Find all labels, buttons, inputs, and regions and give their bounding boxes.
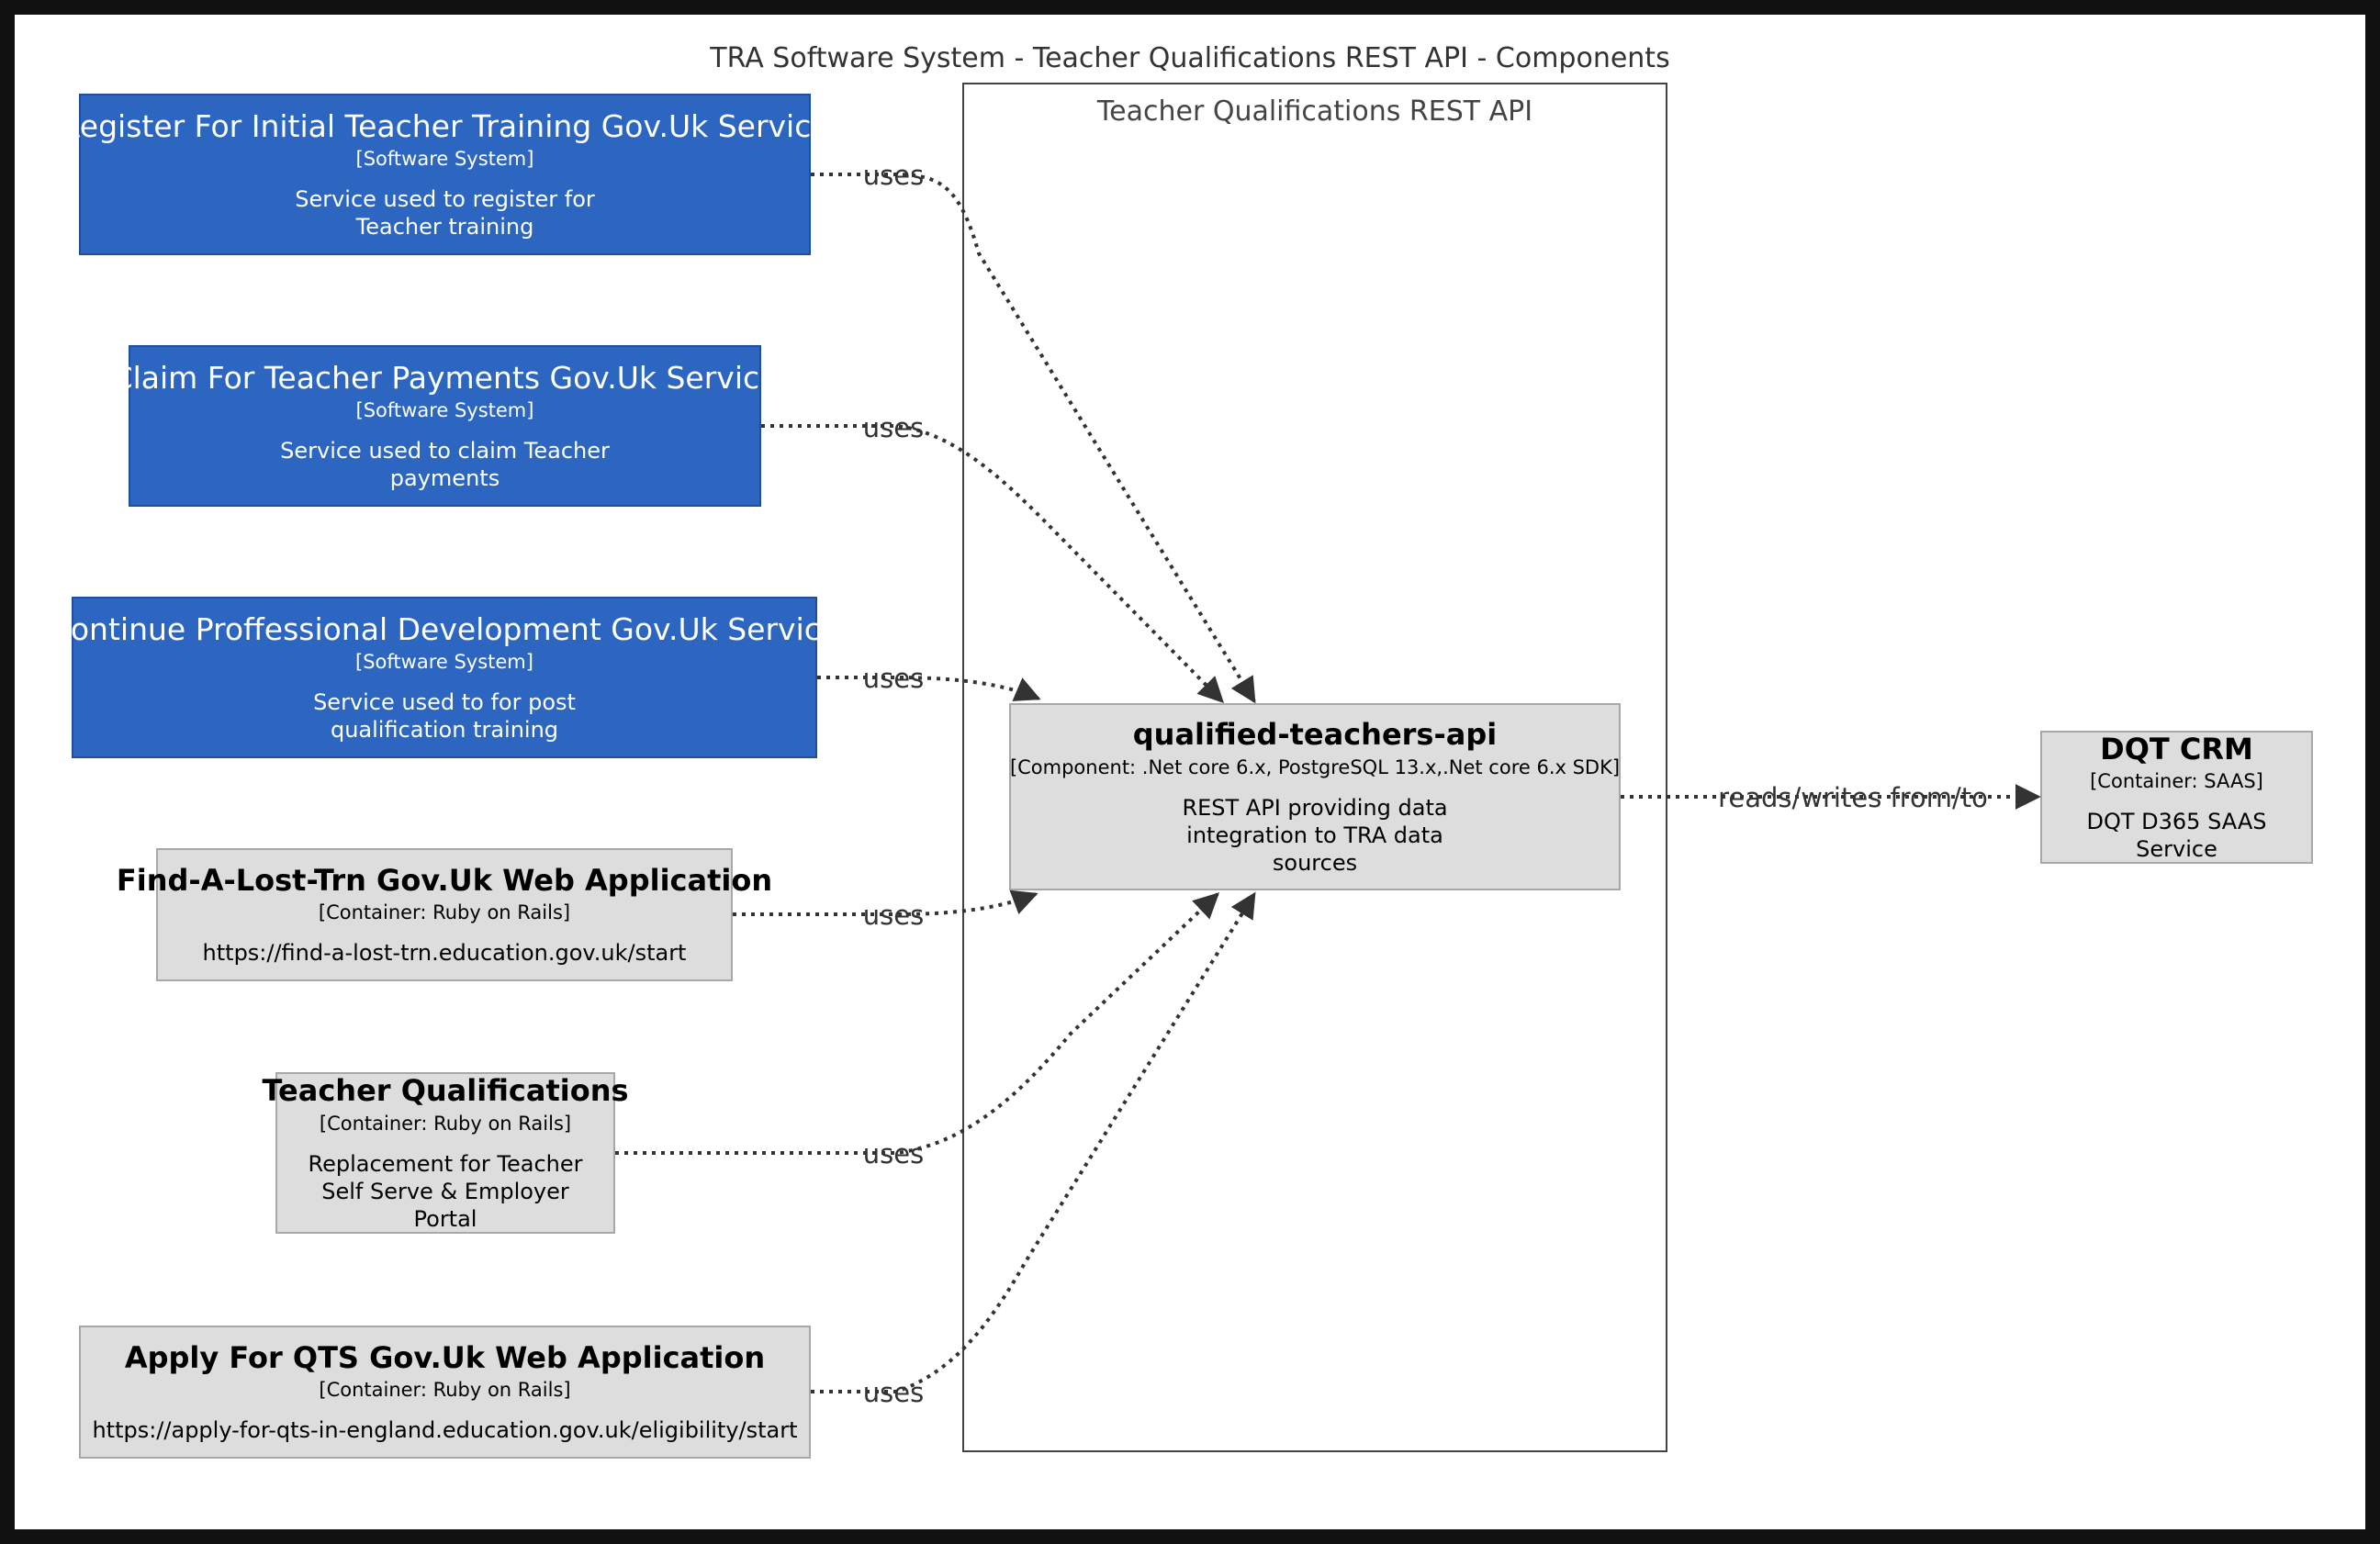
node-find-trn[interactable]: Find-A-Lost-Trn Gov.Uk Web Application [… (117, 848, 772, 981)
node-tech: [Container: Ruby on Rails] (319, 1112, 572, 1135)
node-tech: [Container: Ruby on Rails] (319, 1379, 571, 1402)
edge-register-itt (811, 173, 1256, 704)
node-tech: [Software System] (355, 148, 534, 171)
node-desc: Replacement for Teacher Self Serve & Emp… (308, 1150, 583, 1232)
edge-label-uses: uses (863, 1377, 924, 1408)
edge-label-uses: uses (863, 1138, 924, 1169)
node-title: Teacher Qualifications (262, 1073, 629, 1109)
edge-label-uses: uses (863, 663, 924, 694)
node-desc: Service used to register for Teacher tra… (295, 186, 595, 241)
api-boundary: Teacher Qualifications REST API (962, 83, 1667, 1452)
node-tech: [Software System] (355, 399, 534, 422)
node-apply-qts[interactable]: Apply For QTS Gov.Uk Web Application [Co… (79, 1326, 811, 1459)
edge-claim-payments (761, 424, 1224, 703)
node-title: Continue Proffessional Development Gov.U… (49, 610, 840, 647)
node-desc: REST API providing data integration to T… (1182, 794, 1448, 876)
node-title: Claim For Teacher Payments Gov.Uk Servic… (111, 359, 779, 396)
node-dqt-crm[interactable]: DQT CRM [Container: SAAS] DQT D365 SAAS … (2040, 731, 2313, 864)
node-title: Find-A-Lost-Trn Gov.Uk Web Application (116, 862, 773, 898)
node-tech: [Container: SAAS] (2090, 770, 2263, 793)
node-cpd[interactable]: Continue Proffessional Development Gov.U… (50, 597, 839, 758)
edge-cpd (817, 676, 1041, 701)
edge-label-uses: uses (863, 900, 924, 931)
node-title: Register For Initial Teacher Training Go… (60, 107, 830, 144)
node-desc: Service used to claim Teacher payments (280, 438, 610, 492)
node-teacher-quals[interactable]: Teacher Qualifications [Container: Ruby … (262, 1072, 629, 1234)
boundary-label: Teacher Qualifications REST API (1096, 95, 1533, 128)
diagram-canvas: TRA Software System - Teacher Qualificat… (15, 15, 2365, 1529)
node-register-itt[interactable]: Register For Initial Teacher Training Go… (60, 94, 830, 255)
edges-layer: uses uses uses uses uses uses reads/writ… (615, 160, 2041, 1408)
node-desc: Service used to for post qualification t… (313, 689, 576, 744)
node-title: qualified-teachers-api (1132, 717, 1498, 753)
node-tech: [Software System] (355, 651, 533, 674)
edge-label-uses: uses (863, 412, 924, 443)
node-desc: https://find-a-lost-trn.education.gov.uk… (202, 940, 687, 967)
node-title: DQT CRM (2100, 731, 2253, 766)
node-tech: [Component: .Net core 6.x, PostgreSQL 13… (1009, 755, 1621, 778)
node-desc: DQT D365 SAAS Service (2086, 809, 2267, 863)
node-title: Apply For QTS Gov.Uk Web Application (124, 1339, 766, 1375)
edge-label-uses: uses (863, 160, 924, 191)
node-claim-payments[interactable]: Claim For Teacher Payments Gov.Uk Servic… (112, 345, 778, 507)
edge-teacher-quals (615, 892, 1220, 1155)
diagram-title: TRA Software System - Teacher Qualificat… (710, 42, 1670, 74)
node-qualified-teachers-api[interactable]: qualified-teachers-api [Component: .Net … (1009, 703, 1621, 890)
edge-label-reads-writes: reads/writes from/to (1718, 782, 1988, 813)
node-tech: [Container: Ruby on Rails] (318, 901, 571, 924)
node-desc: https://apply-for-qts-in-england.educati… (92, 1417, 798, 1444)
